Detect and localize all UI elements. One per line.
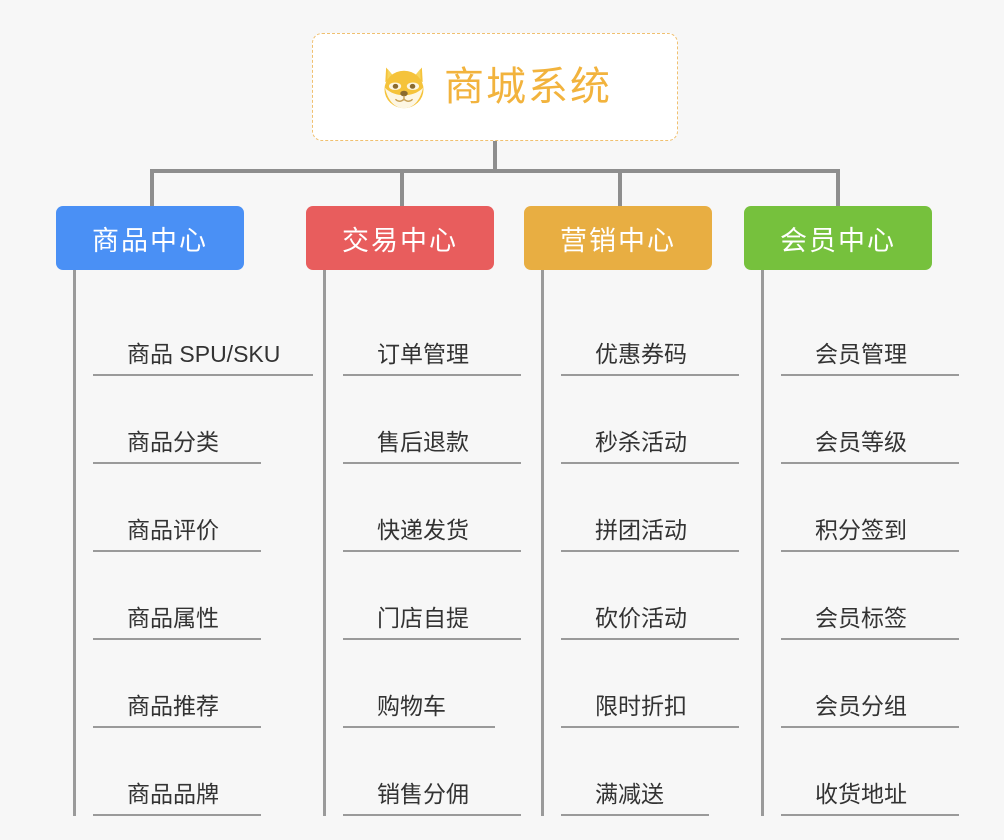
root-title: 商城系统 <box>444 65 612 109</box>
leaf-item[interactable]: 售后退款 <box>343 376 521 464</box>
leaf-label: 会员分组 <box>815 692 907 719</box>
leaf-label: 商品分类 <box>127 428 219 455</box>
connector-stub-4 <box>836 169 840 206</box>
leaf-label: 商品评价 <box>127 516 219 543</box>
leaf-item[interactable]: 优惠券码 <box>561 288 739 376</box>
leaf-label: 门店自提 <box>377 604 469 631</box>
category-box-3[interactable]: 营销中心 <box>524 206 712 270</box>
leaf-item[interactable]: 拼团活动 <box>561 464 739 552</box>
connector-horizontal-bus <box>150 169 840 173</box>
leaf-item[interactable]: 商品评价 <box>93 464 261 552</box>
leaf-item[interactable]: 门店自提 <box>343 552 521 640</box>
category-label-3: 营销中心 <box>560 225 676 256</box>
branch-column-4: 会员中心 会员管理 会员等级 积分签到 会员标签 会员分组 收货地址 <box>744 206 972 816</box>
leaf-item[interactable]: 收货地址 <box>781 728 959 816</box>
leaf-label: 会员等级 <box>815 428 907 455</box>
leaf-item[interactable]: 商品品牌 <box>93 728 261 816</box>
category-label-2: 交易中心 <box>342 225 458 256</box>
leaf-label: 商品品牌 <box>127 780 219 807</box>
root-node[interactable]: 商城系统 <box>312 33 678 141</box>
leaf-label: 售后退款 <box>377 428 469 455</box>
leaf-item[interactable]: 满减送 <box>561 728 709 816</box>
branch-column-3: 营销中心 优惠券码 秒杀活动 拼团活动 砍价活动 限时折扣 满减送 <box>524 206 752 816</box>
leaf-list-2: 订单管理 售后退款 快递发货 门店自提 购物车 销售分佣 <box>323 270 536 816</box>
leaf-label: 积分签到 <box>815 516 907 543</box>
leaf-label: 秒杀活动 <box>595 428 687 455</box>
leaf-item[interactable]: 会员等级 <box>781 376 959 464</box>
leaf-label: 商品推荐 <box>127 692 219 719</box>
category-label-1: 商品中心 <box>92 225 208 256</box>
leaf-label: 会员管理 <box>815 340 907 367</box>
branch-column-2: 交易中心 订单管理 售后退款 快递发货 门店自提 购物车 销售分佣 <box>306 206 536 816</box>
leaf-item[interactable]: 限时折扣 <box>561 640 739 728</box>
leaf-item[interactable]: 商品 SPU/SKU <box>93 288 313 376</box>
connector-root-stem <box>493 141 497 173</box>
leaf-item[interactable]: 订单管理 <box>343 288 521 376</box>
leaf-label: 商品属性 <box>127 604 219 631</box>
category-label-4: 会员中心 <box>780 225 896 256</box>
leaf-item[interactable]: 购物车 <box>343 640 495 728</box>
leaf-item[interactable]: 会员管理 <box>781 288 959 376</box>
connector-stub-3 <box>618 169 622 206</box>
category-box-2[interactable]: 交易中心 <box>306 206 494 270</box>
leaf-label: 砍价活动 <box>595 604 687 631</box>
leaf-item[interactable]: 秒杀活动 <box>561 376 739 464</box>
leaf-list-1: 商品 SPU/SKU 商品分类 商品评价 商品属性 商品推荐 商品品牌 <box>73 270 313 816</box>
shiba-dog-icon <box>384 67 424 109</box>
leaf-label: 优惠券码 <box>595 340 687 367</box>
leaf-item[interactable]: 积分签到 <box>781 464 959 552</box>
connector-stub-2 <box>400 169 404 206</box>
leaf-label: 商品 SPU/SKU <box>127 340 281 367</box>
leaf-label: 订单管理 <box>377 340 469 367</box>
leaf-item[interactable]: 销售分佣 <box>343 728 521 816</box>
leaf-label: 快递发货 <box>377 516 469 543</box>
leaf-label: 收货地址 <box>815 780 907 807</box>
connector-stub-1 <box>150 169 154 206</box>
category-box-4[interactable]: 会员中心 <box>744 206 932 270</box>
category-box-1[interactable]: 商品中心 <box>56 206 244 270</box>
leaf-label: 会员标签 <box>815 604 907 631</box>
leaf-label: 销售分佣 <box>377 780 469 807</box>
leaf-item[interactable]: 砍价活动 <box>561 552 739 640</box>
leaf-label: 满减送 <box>595 780 664 807</box>
leaf-label: 限时折扣 <box>595 692 687 719</box>
leaf-item[interactable]: 会员标签 <box>781 552 959 640</box>
leaf-list-3: 优惠券码 秒杀活动 拼团活动 砍价活动 限时折扣 满减送 <box>541 270 752 816</box>
leaf-item[interactable]: 会员分组 <box>781 640 959 728</box>
leaf-item[interactable]: 商品推荐 <box>93 640 261 728</box>
leaf-list-4: 会员管理 会员等级 积分签到 会员标签 会员分组 收货地址 <box>761 270 972 816</box>
leaf-item[interactable]: 商品分类 <box>93 376 261 464</box>
leaf-label: 拼团活动 <box>595 516 687 543</box>
leaf-item[interactable]: 快递发货 <box>343 464 521 552</box>
leaf-item[interactable]: 商品属性 <box>93 552 261 640</box>
leaf-label: 购物车 <box>377 692 446 719</box>
branch-column-1: 商品中心 商品 SPU/SKU 商品分类 商品评价 商品属性 商品推荐 商品品牌 <box>56 206 313 816</box>
